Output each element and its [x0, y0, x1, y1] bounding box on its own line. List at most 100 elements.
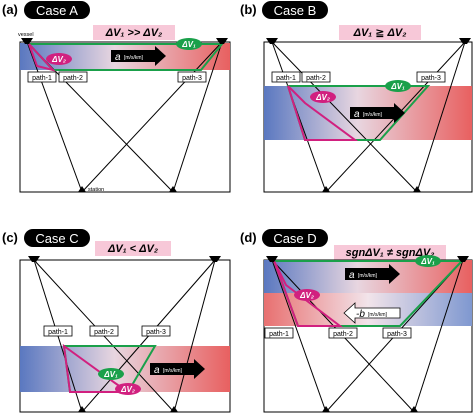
vessel-icon — [28, 256, 40, 262]
dv2-region-a — [28, 43, 57, 72]
path-1-box-a — [27, 71, 57, 83]
dv2-label-b: ΔV₂ — [315, 93, 330, 102]
case-c-label: Case C — [35, 231, 78, 246]
panel-letter-d: (d) — [240, 230, 257, 245]
equation-c: ΔV₁ < ΔV₂ — [107, 243, 158, 255]
panel-c: (c) Case C ΔV₁ < ΔV₂ ΔV₁ ΔV₂ a [m/s/km] … — [2, 229, 231, 413]
vessel-icon — [459, 38, 471, 44]
panel-letter-c: (c) — [2, 230, 18, 245]
path-3-label-a: path-3 — [182, 75, 202, 82]
gradient-arrowhead-c — [194, 359, 205, 379]
panel-d: (d) Case D sgnΔV₁ ≠ sgnΔV₂ ΔV₁ ΔV₂ a [m/… — [240, 229, 473, 413]
vessel-icon — [216, 38, 228, 44]
domain-box-a — [19, 41, 231, 193]
path-3-label-d: path-3 — [387, 331, 407, 338]
path-1-box-d — [264, 327, 294, 339]
path-3-label-c: path-3 — [146, 329, 166, 336]
case-a-badge — [24, 1, 90, 19]
equation-c-bg — [95, 241, 171, 256]
dv2-badge-b — [310, 91, 336, 103]
path-1-box-b — [271, 71, 301, 83]
equation-d-bg — [334, 245, 446, 260]
path-3-box-c — [141, 325, 171, 337]
dv1-label-a: ΔV₁ — [181, 40, 196, 49]
gradient-arrowhead-d — [389, 264, 400, 284]
gradient-arrowhead-b — [394, 103, 405, 123]
dv1-badge-c — [98, 368, 124, 380]
path-2-box-a — [58, 71, 88, 83]
dv2-badge-a — [46, 53, 72, 65]
vessel-icon — [266, 256, 278, 262]
path-2-label-a: path-2 — [63, 75, 83, 82]
gradient-arrowhead-a — [155, 46, 166, 66]
dv1-badge-b — [385, 80, 411, 92]
gradient-arrow-a — [111, 50, 155, 62]
equation-a-bg — [93, 25, 175, 40]
panel-letter-b: (b) — [240, 2, 257, 17]
path-1-box-c — [43, 325, 73, 337]
path-2-label-c: path-2 — [94, 329, 114, 336]
vessel-icon — [21, 38, 33, 44]
panel-b: (b) Case B ΔV₁ ≧ ΔV₂ ΔV₁ ΔV₂ a [m/s/km] … — [240, 1, 473, 193]
case-d-badge — [262, 229, 328, 247]
dv2-label-c: ΔV₂ — [120, 385, 135, 394]
path-1-label-a: path-1 — [32, 75, 52, 82]
dv1-badge-d — [415, 255, 441, 267]
equation-a: ΔV₁ >> ΔV₂ — [105, 27, 162, 39]
gradient-arrow-b — [350, 107, 394, 119]
dv2-label-a: ΔV₂ — [51, 55, 66, 64]
domain-box-c — [19, 259, 231, 413]
vessel-icon — [209, 256, 221, 262]
b-label-d: -b — [356, 309, 365, 320]
equation-d: sgnΔV₁ ≠ sgnΔV₂ — [346, 247, 435, 259]
path-3-box-d — [382, 327, 412, 339]
gradient-arrow-c — [150, 363, 194, 375]
a-unit-d: [m/s/km] — [358, 273, 377, 279]
station-label: station — [88, 187, 104, 193]
station-icon — [413, 186, 421, 192]
path-1-label-b: path-1 — [276, 75, 296, 82]
dv2-label-d: ΔV₂ — [299, 291, 314, 300]
path-1-label-c: path-1 — [48, 329, 68, 336]
station-icon — [78, 186, 86, 192]
station-icon — [322, 186, 330, 192]
station-icon — [322, 406, 330, 412]
path-3-box-a — [177, 71, 207, 83]
path-2-label-d: path-2 — [333, 331, 353, 338]
path-2-box-d — [328, 327, 358, 339]
dv2-badge-d — [294, 289, 320, 301]
a-unit-c: [m/s/km] — [163, 368, 182, 374]
dv1-label-c: ΔV₁ — [103, 370, 118, 379]
path-3-box-b — [416, 71, 446, 83]
station-icon — [170, 406, 178, 412]
reverse-gradient-arrow-d — [343, 302, 401, 324]
equation-b-bg — [339, 25, 421, 40]
case-d-label: Case D — [273, 231, 316, 246]
vessel-label: vessel — [18, 32, 34, 38]
a-unit-a: [m/s/km] — [124, 55, 143, 61]
case-b-label: Case B — [274, 3, 317, 18]
case-a-label: Case A — [36, 3, 78, 18]
a-label-a: a — [115, 52, 121, 63]
path-1-label-d: path-1 — [269, 331, 289, 338]
dv1-badge-a — [176, 38, 202, 50]
a-label-d: a — [349, 270, 355, 281]
vessel-icon — [457, 256, 469, 262]
vessel-icon — [266, 38, 278, 44]
panel-a: (a) Case A ΔV₁ >> ΔV₂ vessel station ΔV₂… — [2, 1, 231, 193]
a-label-c: a — [154, 365, 160, 376]
path-2-box-b — [301, 71, 331, 83]
dv2-region-d — [273, 260, 343, 327]
station-icon — [410, 406, 418, 412]
panel-letter-a: (a) — [2, 2, 18, 17]
gradient-arrow-d — [345, 268, 389, 280]
a-label-b: a — [354, 109, 360, 120]
equation-b: ΔV₁ ≧ ΔV₂ — [353, 27, 407, 39]
b-unit-d: [m/s/km] — [368, 312, 387, 318]
dv2-region-b — [287, 85, 359, 141]
path-2-box-c — [89, 325, 119, 337]
case-c-badge — [24, 229, 90, 247]
station-icon — [78, 406, 86, 412]
dv1-label-b: ΔV₁ — [390, 82, 405, 91]
